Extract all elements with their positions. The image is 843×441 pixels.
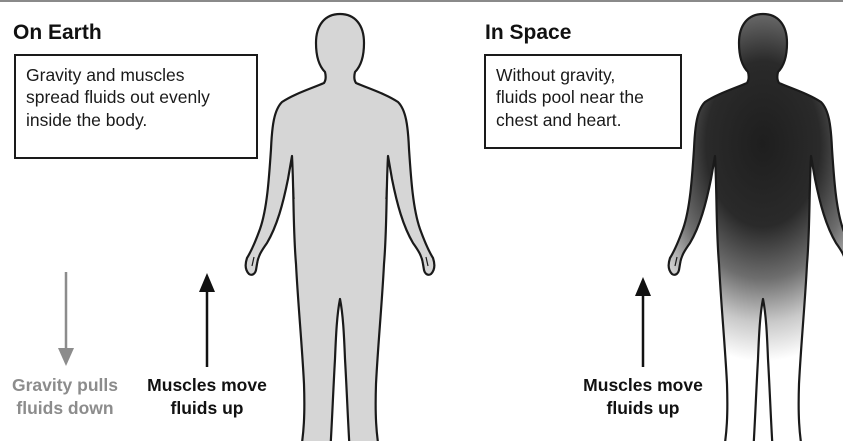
space-muscles-caption: Muscles move fluids up [576, 374, 710, 420]
earth-box-line: spread fluids out evenly [26, 86, 246, 108]
space-muscles-caption-line: fluids up [576, 397, 710, 420]
earth-description-box: Gravity and muscles spread fluids out ev… [14, 54, 258, 159]
earth-muscles-caption: Muscles move fluids up [140, 374, 274, 420]
gravity-caption-line: fluids down [0, 397, 130, 420]
space-box-line: fluids pool near the [496, 86, 670, 108]
space-box-line: Without gravity, [496, 64, 670, 86]
space-title: In Space [485, 22, 571, 43]
earth-muscle-up-arrow [199, 273, 215, 367]
space-box-line: chest and heart. [496, 109, 670, 131]
gravity-down-arrow [58, 272, 74, 366]
earth-box-line: inside the body. [26, 109, 246, 131]
earth-box-line: Gravity and muscles [26, 64, 246, 86]
space-description-box: Without gravity, fluids pool near the ch… [484, 54, 682, 149]
gravity-caption: Gravity pulls fluids down [0, 374, 130, 420]
gravity-caption-line: Gravity pulls [0, 374, 130, 397]
space-muscle-up-arrow [635, 277, 651, 367]
earth-muscles-caption-line: Muscles move [140, 374, 274, 397]
earth-title: On Earth [13, 22, 102, 43]
earth-muscles-caption-line: fluids up [140, 397, 274, 420]
space-muscles-caption-line: Muscles move [576, 374, 710, 397]
